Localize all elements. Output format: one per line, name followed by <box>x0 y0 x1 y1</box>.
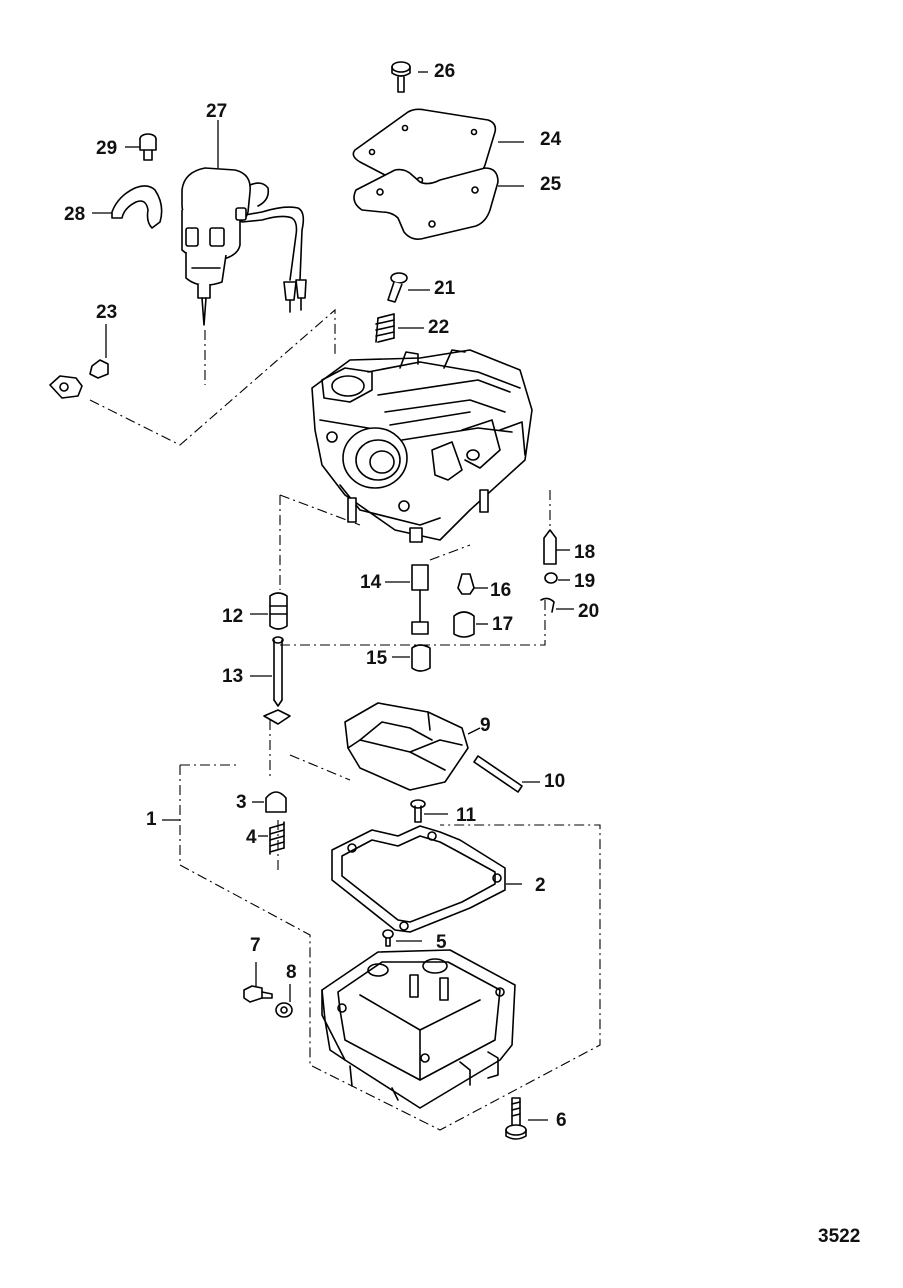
assembly-lines <box>89 308 601 1131</box>
callout-23: 23 <box>96 302 117 323</box>
screw-part-29 <box>125 133 157 161</box>
callout-labels: 1 2 3 4 5 6 7 8 9 10 11 12 13 14 15 16 1… <box>64 61 599 1131</box>
jet-part-15 <box>392 644 431 672</box>
figure-number: 3522 <box>818 1226 860 1247</box>
callout-15: 15 <box>366 648 388 669</box>
clamp-part-28 <box>92 185 163 229</box>
callout-29: 29 <box>96 138 117 159</box>
callout-25: 25 <box>540 174 562 195</box>
callout-4: 4 <box>246 827 257 848</box>
callout-10: 10 <box>544 771 565 792</box>
screw-part-26 <box>391 61 428 93</box>
callout-28: 28 <box>64 204 85 225</box>
callout-22: 22 <box>428 317 449 338</box>
callout-19: 19 <box>574 571 595 592</box>
screw-part-11 <box>410 799 448 823</box>
callout-16: 16 <box>490 580 511 601</box>
callout-6: 6 <box>556 1110 567 1131</box>
plug-part-17 <box>453 611 488 638</box>
callout-8: 8 <box>286 962 297 983</box>
washer-part-19 <box>544 572 570 584</box>
callout-21: 21 <box>434 278 456 299</box>
spring-part-22 <box>375 313 424 343</box>
pilot-jet-part-16 <box>457 573 488 595</box>
screw-part-6 <box>505 1097 548 1140</box>
float-part-9 <box>344 702 481 791</box>
float-bowl <box>321 949 516 1109</box>
washer-part-8 <box>275 984 293 1018</box>
callout-11: 11 <box>456 805 477 826</box>
callout-18: 18 <box>574 542 595 563</box>
callout-1: 1 <box>146 809 157 830</box>
plug-part-23 <box>49 324 109 399</box>
callout-20: 20 <box>578 601 599 622</box>
carburetor-body <box>311 349 533 543</box>
callout-13: 13 <box>222 666 243 687</box>
pin-part-10 <box>473 755 540 793</box>
needle-part-13 <box>250 636 291 725</box>
screw-part-7 <box>243 962 273 1003</box>
gasket-part-2 <box>331 825 522 933</box>
callout-7: 7 <box>250 935 261 956</box>
callout-5: 5 <box>436 932 447 953</box>
callout-14: 14 <box>360 572 382 593</box>
callout-2: 2 <box>535 875 546 896</box>
callout-12: 12 <box>222 606 243 627</box>
solenoid-part-27 <box>181 120 307 326</box>
plunger-part-3 <box>252 791 287 813</box>
clip-part-20 <box>540 597 574 613</box>
spring-part-4 <box>258 821 285 855</box>
screw-part-21 <box>387 272 430 303</box>
gasket-part-25 <box>353 167 524 240</box>
valve-seat-part-12 <box>250 592 288 630</box>
callout-27: 27 <box>206 101 227 122</box>
callout-26: 26 <box>434 61 455 82</box>
jet-part-5 <box>382 929 422 947</box>
callout-9: 9 <box>480 715 491 736</box>
callout-3: 3 <box>236 792 247 813</box>
callout-17: 17 <box>492 614 513 635</box>
callout-24: 24 <box>540 129 562 150</box>
needle-part-18 <box>543 529 570 565</box>
jet-part-14 <box>385 564 429 635</box>
